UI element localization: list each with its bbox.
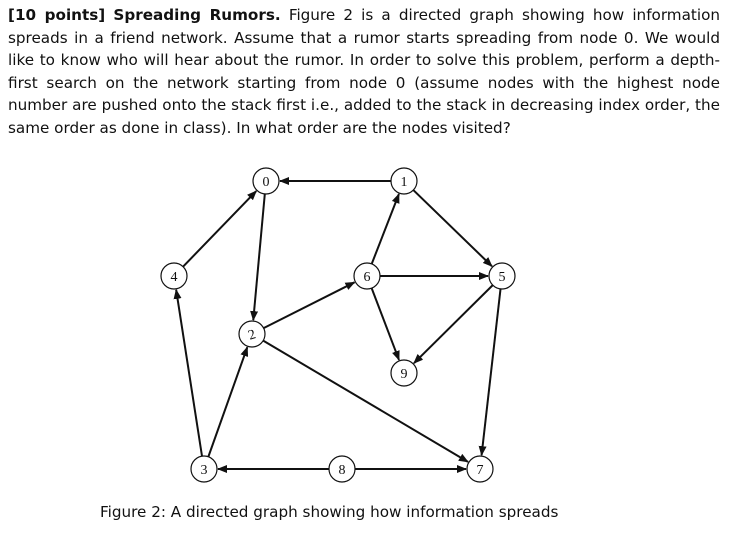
node-label: 1 <box>401 175 408 190</box>
node-circle <box>390 167 418 195</box>
node-7: 7 <box>466 455 494 483</box>
node-label: 7 <box>477 463 484 478</box>
node-label: 5 <box>499 270 506 285</box>
node-circle <box>328 455 356 483</box>
node-5: 5 <box>488 262 516 290</box>
edge-5-to-7 <box>478 288 502 457</box>
node-4: 4 <box>160 262 188 290</box>
problem-points: [10 points] <box>8 6 106 24</box>
node-circle <box>466 455 494 483</box>
node-circle <box>238 320 266 348</box>
figure-caption: Figure 2: A directed graph showing how i… <box>100 503 559 521</box>
node-circle <box>488 262 516 290</box>
node-label: 4 <box>171 270 178 285</box>
node-circle <box>190 455 218 483</box>
edge-3-to-4 <box>173 288 203 457</box>
edge-2-to-7 <box>262 339 469 463</box>
node-1: 1 <box>390 167 418 195</box>
node-circle <box>390 359 418 387</box>
edge-1-to-5 <box>412 189 493 267</box>
node-2: 2 <box>238 320 266 348</box>
edge-5-to-9 <box>413 284 494 364</box>
node-circle <box>160 262 188 290</box>
node-9: 9 <box>390 359 418 387</box>
node-label: 3 <box>201 463 208 478</box>
node-3: 3 <box>190 455 218 483</box>
node-0: 0 <box>252 167 280 195</box>
node-circle <box>353 262 381 290</box>
edge-6-to-9 <box>370 287 400 361</box>
edge-2-to-6 <box>263 281 356 330</box>
node-label: 2 <box>247 327 258 343</box>
edge-4-to-0 <box>182 190 257 268</box>
problem-title: Spreading Rumors. <box>113 6 281 24</box>
node-6: 6 <box>353 262 381 290</box>
node-label: 8 <box>339 463 346 478</box>
edge-3-to-2 <box>207 346 249 458</box>
problem-body: Figure 2 is a directed graph showing how… <box>8 6 720 137</box>
node-label: 0 <box>263 175 270 190</box>
node-label: 6 <box>364 270 371 285</box>
node-label: 9 <box>401 367 408 382</box>
edge-6-to-1 <box>370 193 400 265</box>
node-circle <box>252 167 280 195</box>
edge-0-to-2 <box>250 193 266 322</box>
problem-statement: [10 points] Spreading Rumors. Figure 2 i… <box>8 4 720 140</box>
node-8: 8 <box>328 455 356 483</box>
